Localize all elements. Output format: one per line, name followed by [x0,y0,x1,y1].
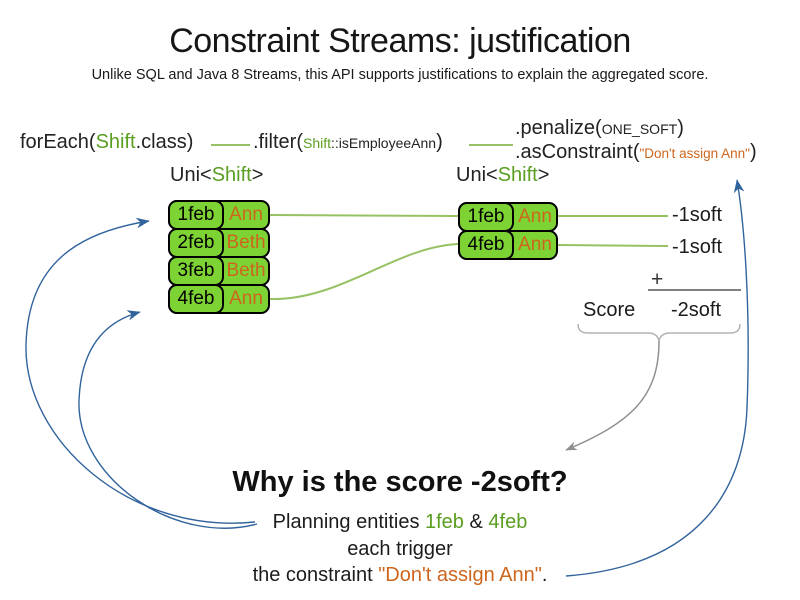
penalty-label: -1soft [672,236,723,258]
type-label-right: Uni<Shift> [456,164,549,187]
type-class: Shift [497,164,538,186]
explanation-line-entities: Planning entities 1feb & 4feb [0,511,800,534]
code-filter: .filter(Shift::isEmployeeAnn) [253,131,443,154]
blue-arrow-to-4feb [78,310,258,529]
shift-employee: Beth [226,260,266,281]
shift-employee: Ann [229,288,263,309]
shift-row: 4feb Ann [458,230,558,260]
explanation-heading: Why is the score -2soft? [232,466,568,498]
expl-constraint-name: "Don't assign Ann" [378,564,542,586]
expl-entity-1feb: 1feb [425,511,464,533]
type-pre: Uni< [456,164,498,186]
gray-arrow-to-why [565,340,660,451]
type-post: > [251,164,264,186]
code-foreach-class: Shift [95,131,136,153]
code-penalize-pre: .penalize( [515,117,602,139]
shift-date: 1feb [168,200,224,230]
page-title: Constraint Streams: justification [169,22,631,60]
plus-sign: + [651,268,664,291]
type-post: > [537,164,550,186]
shift-employee: Ann [229,204,263,225]
shift-employee: Ann [518,206,552,227]
code-foreach-post: .class) [135,131,194,153]
code-foreach-pre: forEach( [20,131,96,153]
code-filter-class: Shift [303,135,332,151]
code-penalize-arg: ONE_SOFT [601,121,678,137]
type-pre: Uni< [170,164,212,186]
blue-arrow-to-constraint [565,179,749,577]
expl-line3-pre: the constraint [252,564,379,586]
code-penalize-post: ) [677,117,684,139]
code-penalize: .penalize(ONE_SOFT) [515,117,684,140]
explanation-line-trigger: each trigger [347,538,453,560]
shift-row: 2feb Beth [168,228,270,258]
code-filter-method: ::isEmployeeAnn [331,135,437,151]
left-stream-table: 1feb Ann 2feb Beth 3feb Beth 4feb Ann [168,200,270,314]
code-foreach: forEach(Shift.class) [20,131,193,154]
green-link-penalty-2 [557,244,669,247]
subtitle: Unlike SQL and Java 8 Streams, this API … [91,67,709,83]
green-link-1feb [269,214,459,217]
expl-line1-pre: Planning entities [272,511,425,533]
code-asconstraint-pre: .asConstraint( [515,141,640,163]
shift-row: 1feb Ann [458,202,558,232]
score-brace [577,323,741,342]
penalty-label: -1soft [672,204,723,226]
type-class: Shift [211,164,252,186]
score-value: -2soft [671,299,722,321]
shift-date: 1feb [458,202,514,232]
code-filter-post: ) [436,131,443,153]
shift-row: 3feb Beth [168,256,270,286]
explanation-line-constraint: the constraint "Don't assign Ann". [0,564,800,587]
code-asconstraint: .asConstraint("Don't assign Ann") [515,141,757,164]
expl-line3-post: . [541,564,548,586]
score-label: Score [583,299,636,321]
code-filter-pre: .filter( [253,131,303,153]
right-stream-table: 1feb Ann 4feb Ann [458,202,558,260]
expl-entity-4feb: 4feb [488,511,528,533]
shift-row: 1feb Ann [168,200,270,230]
green-link-4feb [269,243,459,301]
shift-employee: Beth [226,232,266,253]
type-label-left: Uni<Shift> [170,164,263,187]
shift-employee: Ann [518,234,552,255]
code-asconstraint-arg: "Don't assign Ann" [639,146,750,161]
shift-date: 3feb [168,256,224,286]
shift-date: 4feb [458,230,514,260]
expl-line1-mid: & [463,511,489,533]
shift-date: 2feb [168,228,224,258]
blue-arrow-to-1feb [25,217,256,524]
code-asconstraint-post: ) [749,141,757,163]
shift-date: 4feb [168,284,224,314]
shift-row: 4feb Ann [168,284,270,314]
